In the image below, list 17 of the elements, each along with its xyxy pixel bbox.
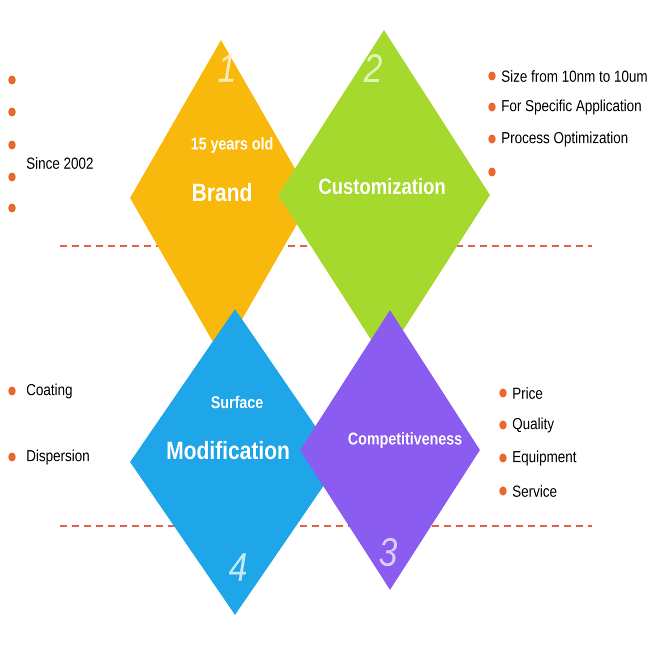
step-number: 1 <box>218 54 234 82</box>
list-item: Coating <box>26 384 72 398</box>
list-item: Price <box>513 387 542 399</box>
step-number: 3 <box>379 538 398 566</box>
diamond-label: Brand <box>193 182 251 202</box>
list-item: Quality <box>512 418 554 432</box>
list-item: Equipment <box>513 450 576 466</box>
step-number: 4 <box>228 553 246 581</box>
diamond-label: Competitiveness <box>348 432 462 448</box>
diamond-label: 15 years old <box>192 137 272 153</box>
list-item: Dispersion <box>27 450 89 464</box>
list-item: Since 2002 <box>26 157 93 169</box>
step-number: 2 <box>363 54 382 82</box>
list-item: Service <box>512 485 556 497</box>
diamond-label: Modification <box>168 440 289 460</box>
diamond-label: Customization <box>319 178 445 194</box>
diamond-label: Surface <box>211 396 263 408</box>
